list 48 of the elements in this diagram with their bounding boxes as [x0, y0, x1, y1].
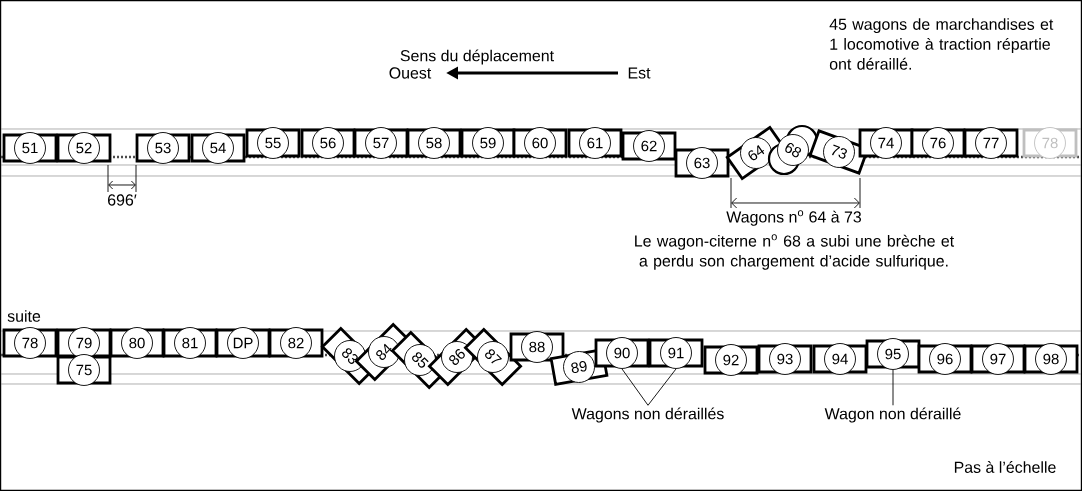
wagon: 60	[512, 127, 568, 159]
wagon: 59	[460, 127, 516, 159]
wagon: 54	[190, 132, 246, 164]
note-text: Sens du déplacement	[400, 49, 554, 65]
wagon: 63	[674, 147, 730, 179]
wagon: DP	[215, 327, 271, 359]
wagon: 98	[1023, 343, 1079, 375]
wagon: 88	[509, 331, 565, 363]
wagon: 94	[812, 343, 868, 375]
note-text: 45 wagons de marchandises et 1 locomotive à traction répartie ont déraillé.	[829, 18, 1054, 70]
wagon: 78	[2, 327, 58, 359]
wagon: 58	[406, 127, 462, 159]
note-text: Est	[628, 67, 651, 79]
note-text: 696′	[108, 194, 137, 206]
wagon: 96	[917, 343, 973, 375]
wagon: 55	[245, 127, 301, 159]
note-text: Pas à l’échelle	[954, 461, 1056, 473]
wagon: 61	[567, 127, 623, 159]
leader-line	[647, 368, 677, 406]
wagon: 51	[2, 132, 58, 164]
wagon: 57	[353, 127, 409, 159]
wagon: 62	[621, 130, 677, 162]
wagon: 82	[268, 327, 324, 359]
wagon: 91	[648, 337, 704, 369]
wagon: 80	[109, 327, 165, 359]
wagon: 95	[865, 338, 921, 370]
note-text: Ouest	[389, 67, 432, 79]
wagon: 97	[970, 343, 1026, 375]
leader-line	[892, 369, 894, 406]
wagon: 92	[703, 344, 759, 376]
wagon: 81	[162, 327, 218, 359]
wagon: 77	[963, 127, 1019, 159]
wagon: 78	[1022, 127, 1078, 159]
note-text: suite	[7, 310, 41, 322]
leader-text: Wagon non déraillé	[824, 407, 961, 423]
wagon: 79	[56, 327, 112, 359]
note-text: Le wagon-citerne n$^{o}$ 68 a subi une brèche et a perdu son chargement d’acide sulfurique.	[635, 234, 955, 270]
wagon: 90	[594, 337, 650, 369]
wagon: 56	[300, 127, 356, 159]
wagon: 76	[910, 127, 966, 159]
wagon: 75	[56, 354, 112, 386]
leader-text: Wagons non déraillés	[571, 407, 724, 423]
wagon: 53	[135, 132, 191, 164]
wagon: 52	[56, 132, 112, 164]
wagon: 93	[757, 343, 813, 375]
note-text: Wagons n$^{o}$ 64 à 73	[726, 210, 861, 226]
wagon: 74	[858, 127, 914, 159]
leader-line	[621, 368, 649, 406]
